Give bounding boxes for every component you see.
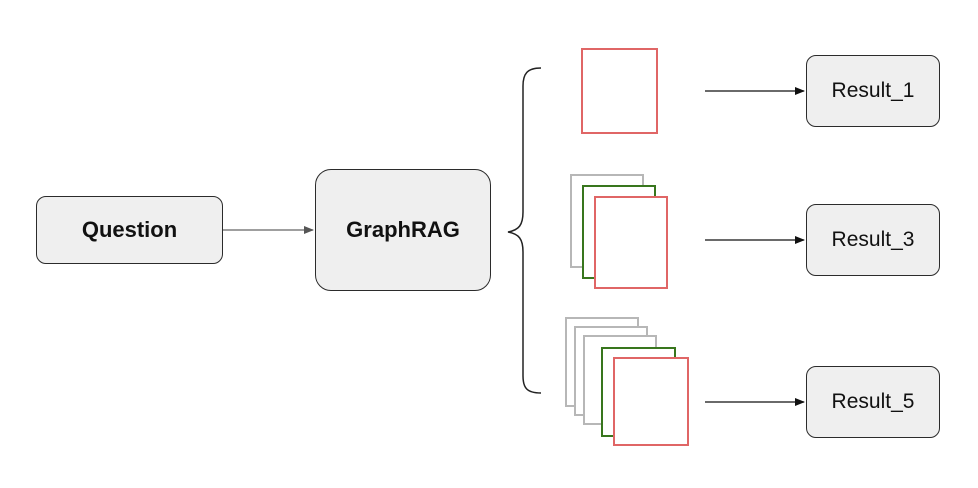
document-icon — [594, 196, 668, 289]
result-label: Result_1 — [831, 79, 915, 102]
document-stack-5 — [565, 317, 689, 446]
question-node: Question — [36, 196, 223, 264]
result-1-node: Result_1 — [806, 55, 940, 127]
document-icon — [613, 357, 689, 446]
result-5-node: Result_5 — [806, 366, 940, 438]
question-label: Question — [81, 217, 178, 242]
result-label: Result_5 — [831, 390, 915, 413]
graphrag-node: GraphRAG — [315, 169, 491, 291]
document-stack-1 — [581, 48, 658, 134]
result-3-node: Result_3 — [806, 204, 940, 276]
document-icon — [581, 48, 658, 134]
curly-brace — [507, 67, 542, 394]
graphrag-label: GraphRAG — [346, 217, 460, 242]
document-stack-3 — [570, 174, 668, 289]
result-label: Result_3 — [831, 228, 915, 251]
